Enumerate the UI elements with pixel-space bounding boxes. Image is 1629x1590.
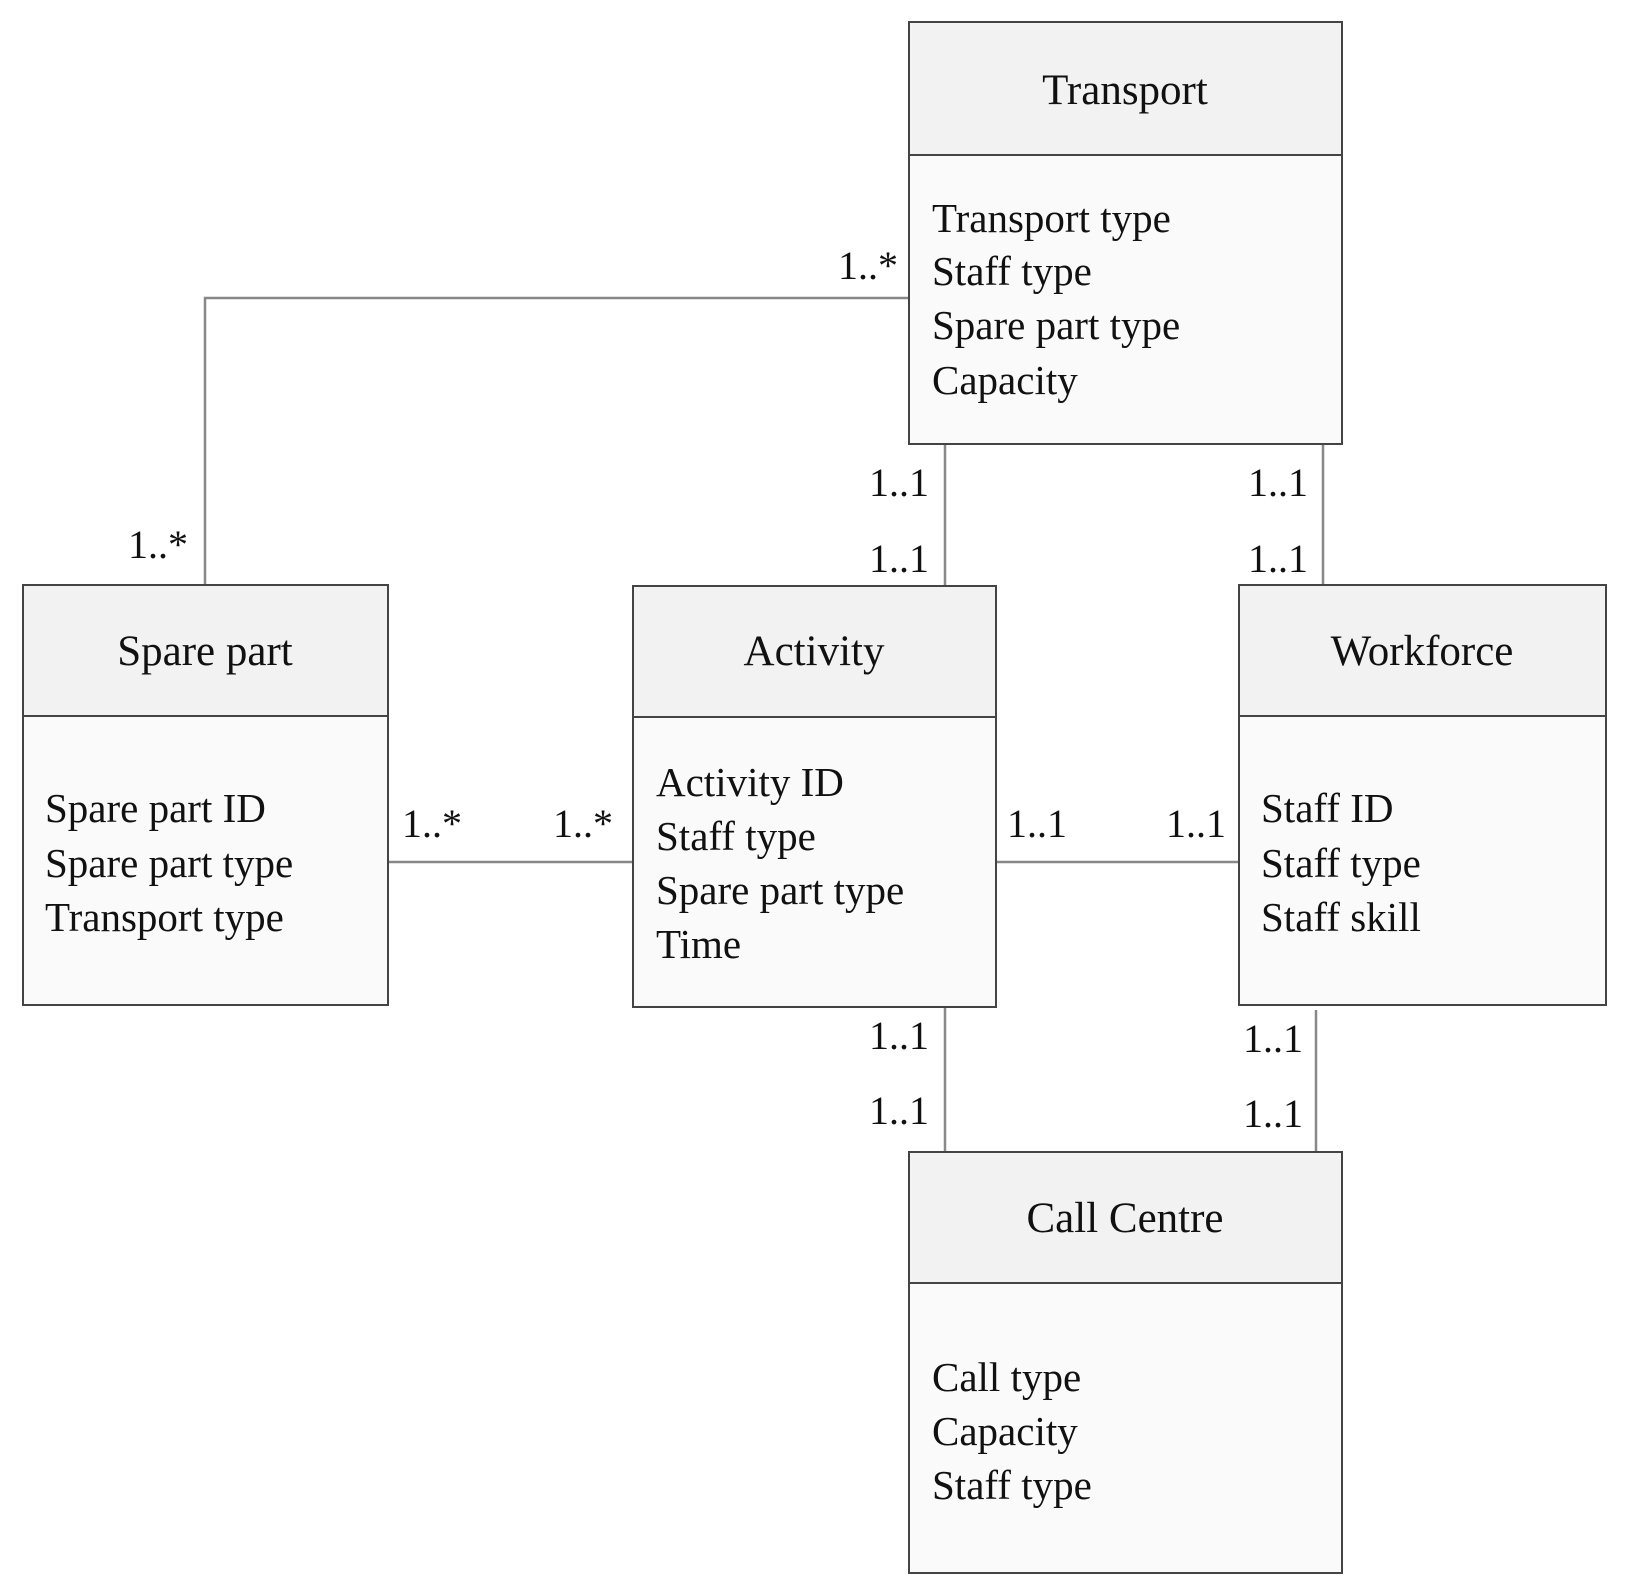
class-body [908,154,1343,445]
attribute: Time [656,921,741,967]
attribute: Staff type [932,248,1092,294]
attribute: Spare part type [45,840,293,886]
class-activity[interactable]: Activity Activity ID Staff type Spare pa… [632,585,997,1008]
attribute: Capacity [932,357,1078,403]
class-name: Call Centre [1026,1195,1223,1242]
association-transport-spare-part [203,296,909,585]
attribute: Staff ID [1261,785,1393,831]
attribute: Staff type [1261,840,1421,886]
multiplicity-label: 1..* [128,522,188,567]
attribute: Staff type [656,813,816,859]
multiplicity-label: 1..1 [869,1013,929,1058]
multiplicity-label: 1..* [402,801,462,846]
attribute: Staff skill [1261,894,1421,940]
attribute: Call type [932,1354,1081,1400]
class-header [632,585,997,718]
class-name: Transport [1042,67,1208,114]
class-body [908,1282,1343,1574]
attribute: Transport type [932,195,1171,241]
attribute: Activity ID [656,759,844,805]
class-body [22,715,389,1006]
multiplicity-label: 1..1 [1243,1016,1303,1061]
attribute: Capacity [932,1408,1078,1454]
class-body [632,716,997,1008]
class-header [22,584,389,717]
class-transport[interactable]: Transport Transport type Staff type Spar… [908,21,1343,445]
class-name: Activity [744,628,885,675]
multiplicity-label: 1..* [553,801,613,846]
multiplicity-label: 1..1 [869,536,929,581]
multiplicity-label: 1..1 [1248,460,1308,505]
attribute: Spare part ID [45,785,266,831]
multiplicity-label: 1..* [838,243,898,288]
multiplicity-label: 1..1 [869,460,929,505]
multiplicity-label: 1..1 [1248,536,1308,581]
multiplicity-label: 1..1 [1007,801,1067,846]
multiplicity-label: 1..1 [1243,1091,1303,1136]
multiplicity-label: 1..1 [1166,801,1226,846]
attribute: Staff type [932,1462,1092,1508]
class-call-centre[interactable]: Call Centre Call type Capacity Staff typ… [908,1151,1343,1574]
attribute: Spare part type [932,302,1180,348]
class-header [1238,584,1607,717]
multiplicity-label: 1..1 [869,1088,929,1133]
attribute: Spare part type [656,867,904,913]
class-name: Workforce [1331,628,1514,675]
attribute: Transport type [45,894,284,940]
class-name: Spare part [117,628,293,675]
class-spare-part[interactable]: Spare part Spare part ID Spare part type… [22,584,389,1006]
class-workforce[interactable]: Workforce Staff ID Staff type Staff skil… [1238,584,1607,1006]
class-body [1238,715,1607,1006]
